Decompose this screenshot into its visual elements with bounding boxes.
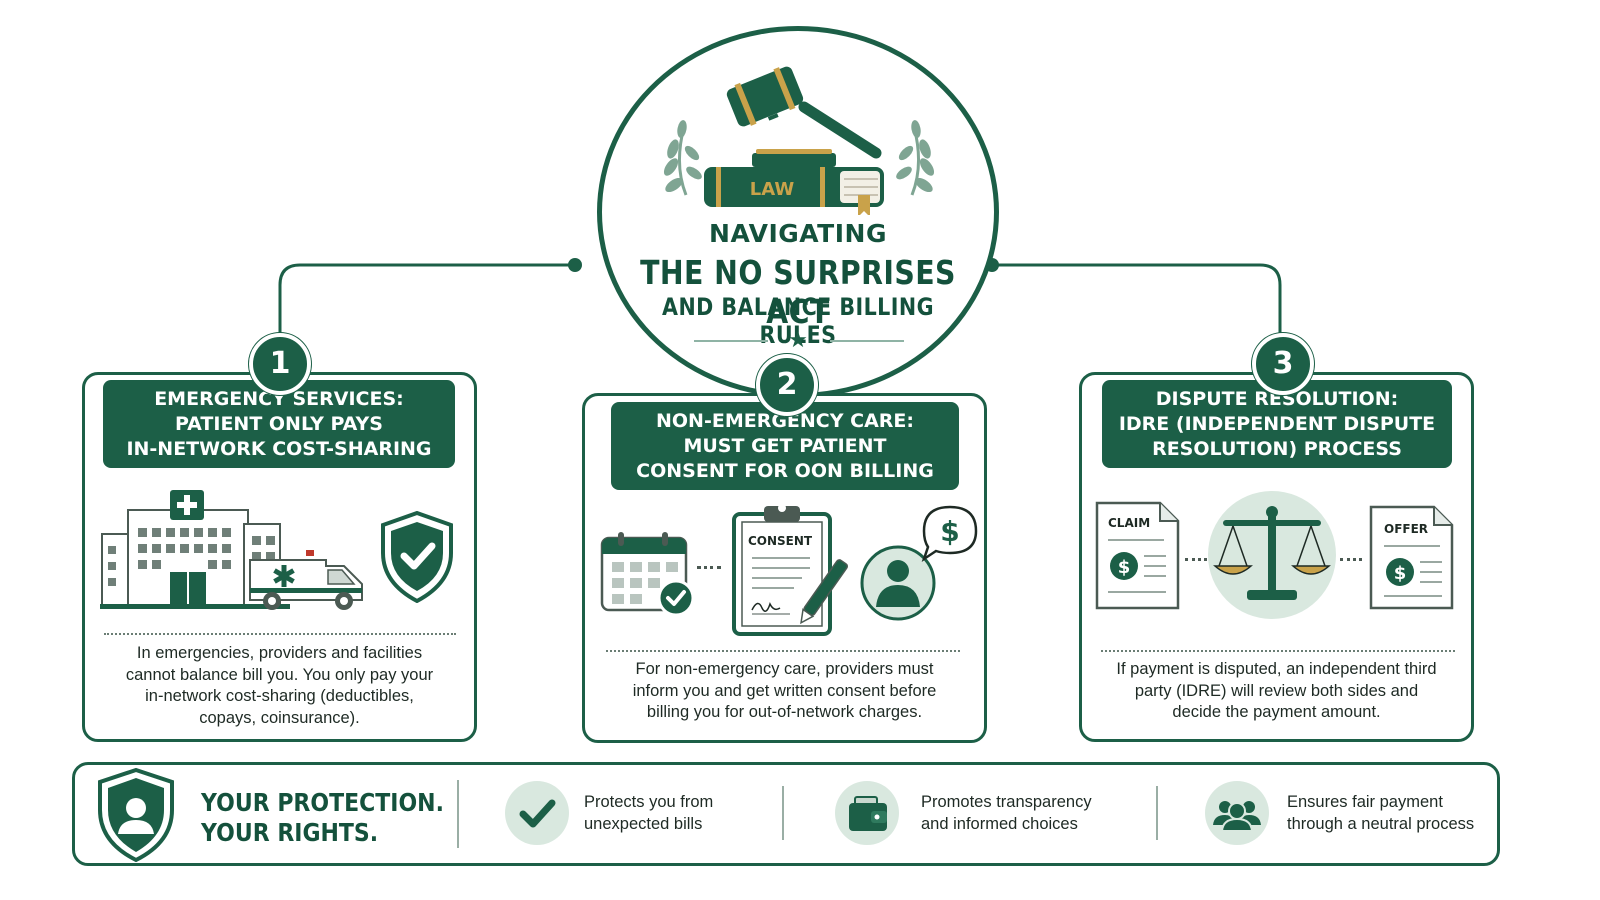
consent-label: CONSENT — [748, 534, 813, 548]
tagline-line: YOUR RIGHTS. — [201, 818, 379, 847]
card-1-text-line: in-network cost-sharing (deductibles, — [145, 687, 414, 705]
wallet-icon — [849, 796, 887, 831]
scales-of-justice-icon — [1208, 491, 1336, 619]
card-2-description: For non-emergency care, providers must i… — [592, 659, 977, 724]
bar-divider — [1156, 786, 1158, 840]
bar-divider — [782, 786, 784, 840]
claim-document-icon: CLAIM $ — [1095, 501, 1180, 610]
step-number-2: 2 — [756, 354, 818, 416]
svg-text:$: $ — [940, 515, 959, 548]
connector-dots — [697, 566, 721, 569]
people-icon — [1213, 801, 1261, 832]
book-label: LAW — [750, 179, 795, 200]
consent-clipboard-icon: CONSENT — [732, 504, 848, 636]
card-1-text-line: cannot balance bill you. You only pay yo… — [125, 665, 434, 684]
card-1-title-line: PATIENT ONLY PAYS — [175, 412, 383, 435]
connector-dots — [1340, 558, 1362, 561]
card-2-divider — [606, 650, 960, 652]
benefit-text-line: Protects you from — [584, 793, 714, 811]
offer-label: OFFER — [1384, 522, 1428, 536]
card-2-title-line: MUST GET PATIENT — [683, 434, 887, 457]
card-1-title-line: EMERGENCY SERVICES: — [154, 387, 404, 410]
card-2-heading: NON-EMERGENCY CARE: MUST GET PATIENT CON… — [611, 402, 959, 490]
card-1-divider — [104, 633, 456, 635]
gavel-book-icon: LAW — [663, 66, 935, 215]
hospital-ambulance-icon — [100, 490, 363, 610]
benefit-text-line: through a neutral process — [1287, 815, 1475, 833]
card-3-heading: DISPUTE RESOLUTION: IDRE (INDEPENDENT DI… — [1102, 380, 1452, 468]
star-icon: ★ — [788, 327, 808, 352]
benefit-fair-payment: Ensures fair payment through a neutral p… — [1287, 791, 1474, 835]
card-2-title-line: CONSENT FOR OON BILLING — [636, 459, 934, 482]
card-3-divider — [1101, 650, 1455, 652]
tagline-line: YOUR PROTECTION. — [201, 788, 444, 817]
bar-divider — [457, 780, 459, 848]
card-3-title-line: RESOLUTION) PROCESS — [1152, 437, 1402, 460]
step-number-3: 3 — [1252, 333, 1314, 395]
title-line-1: NAVIGATING — [709, 219, 887, 248]
card-2-title-line: NON-EMERGENCY CARE: — [656, 409, 914, 432]
claim-label: CLAIM — [1108, 516, 1150, 530]
header-emblem: LAW NAVIGATING THE NO SURPRISES ACT AND … — [597, 26, 999, 398]
card-2-text-line: billing you for out-of-network charges. — [646, 703, 923, 721]
card-1-text-line: copays, coinsurance). — [199, 708, 360, 727]
benefit-icon-circle — [505, 781, 569, 845]
benefit-text-line: Promotes transparency — [921, 793, 1092, 811]
card-1-title-line: IN-NETWORK COST-SHARING — [126, 437, 432, 460]
shield-person-icon — [98, 768, 174, 862]
benefit-transparency: Promotes transparency and informed choic… — [921, 791, 1092, 835]
card-3-text-line: If payment is disputed, an independent t… — [1116, 660, 1437, 678]
connector-dots — [1185, 558, 1207, 561]
card-2-text-line: inform you and get written consent befor… — [632, 681, 937, 700]
title-line-3: AND BALANCE BILLING RULES — [662, 293, 934, 349]
title-divider-left — [694, 340, 768, 342]
shield-check-icon — [381, 511, 453, 603]
page-title: THE NO SURPRISES ACT — [640, 253, 956, 331]
svg-text:$: $ — [1394, 563, 1407, 584]
card-3-text-line: party (IDRE) will review both sides and — [1134, 681, 1419, 700]
protection-tagline: YOUR PROTECTION. YOUR RIGHTS. — [201, 788, 444, 848]
benefit-text-line: unexpected bills — [584, 815, 703, 833]
benefit-icon-circle — [1205, 781, 1269, 845]
patient-payment-icon: $ — [860, 505, 978, 621]
svg-text:$: $ — [1118, 557, 1131, 578]
benefit-icon-circle — [835, 781, 899, 845]
calendar-check-icon — [600, 532, 695, 616]
step-number-1: 1 — [249, 333, 311, 395]
card-3-title-line: IDRE (INDEPENDENT DISPUTE — [1118, 412, 1436, 435]
benefit-text-line: Ensures fair payment — [1287, 793, 1443, 811]
card-2-text-line: For non-emergency care, providers must — [635, 660, 934, 678]
benefit-protects: Protects you from unexpected bills — [584, 791, 713, 835]
card-1-heading: EMERGENCY SERVICES: PATIENT ONLY PAYS IN… — [103, 380, 455, 468]
benefit-text-line: and informed choices — [921, 815, 1078, 833]
checkmark-icon — [519, 799, 556, 828]
card-1-text-line: In emergencies, providers and facilities — [136, 644, 423, 662]
card-3-text-line: decide the payment amount. — [1172, 703, 1381, 721]
offer-document-icon: OFFER $ — [1369, 505, 1454, 610]
card-3-title-line: DISPUTE RESOLUTION: — [1155, 387, 1399, 410]
card-1-description: In emergencies, providers and facilities… — [92, 643, 467, 729]
title-divider-right — [830, 340, 904, 342]
card-3-description: If payment is disputed, an independent t… — [1089, 659, 1464, 724]
